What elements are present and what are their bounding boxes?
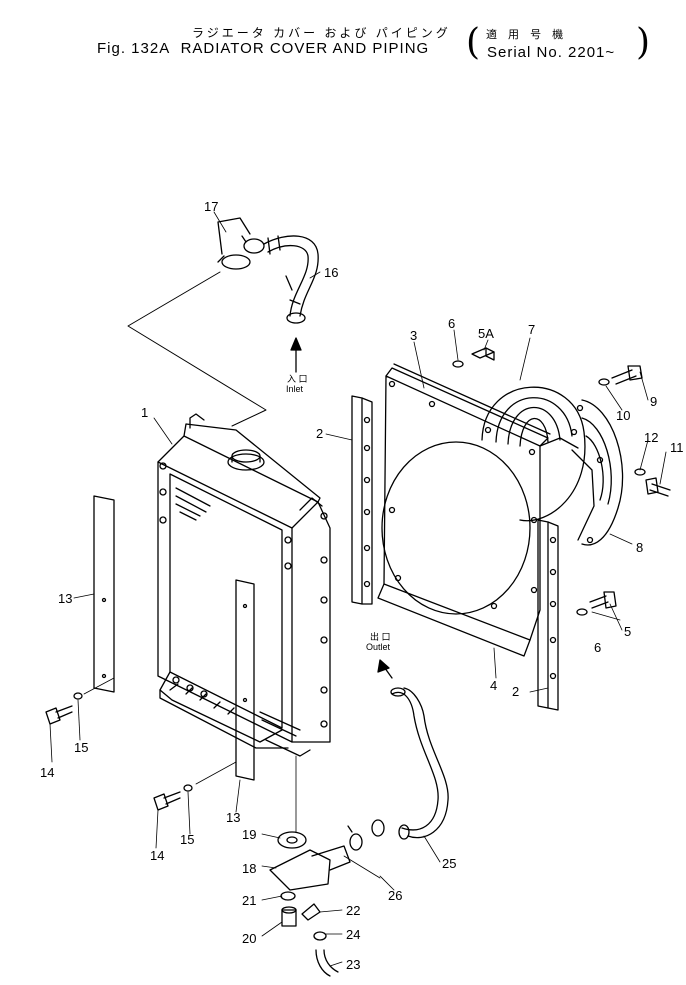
side-cover-left [93,495,115,693]
flow-labels: 入 口 Inlet 出 口 Outlet [286,374,391,652]
callout-18: 18 [242,861,256,876]
callout-19: 19 [242,827,256,842]
callout-13-center: 13 [226,810,240,825]
callout-6-top: 6 [448,316,455,331]
callout-25: 25 [442,856,456,871]
outlet-arrow [377,659,393,679]
callout-16: 16 [324,265,338,280]
figure-title-text: RADIATOR COVER AND PIPING [180,40,430,57]
callout-21: 21 [242,893,256,908]
callout-14-left: 14 [40,765,54,780]
callout-22: 22 [346,903,360,918]
callout-17: 17 [204,199,218,214]
callout-15-left: 15 [74,740,88,755]
callout-5a: 5A [478,326,494,341]
inlet-arrow [290,337,302,373]
figure-title: Fig. 132A RADIATOR COVER AND PIPING [97,40,429,57]
upper-hose-assembly [127,217,319,427]
serial-number: Serial No. 2201~ [487,44,616,61]
outlet-label-jp: 出 口 [370,631,391,642]
title-japanese: ラジエータ カバー および パイピング [192,26,451,40]
callout-7: 7 [528,322,535,337]
lower-hose-assembly [269,687,449,977]
callout-10: 10 [616,408,630,423]
radiator-cover [377,363,551,657]
fan-guard [481,386,624,546]
callout-11: 11 [670,440,684,455]
serial-label-japanese: 適 用 号 機 [486,29,568,41]
callout-2-right: 2 [512,684,519,699]
callout-5: 5 [624,624,631,639]
callout-labels: 1 2 2 3 4 5 5A 6 6 7 8 9 10 11 12 13 13 … [40,199,684,972]
callout-6-bottom: 6 [594,640,601,655]
callout-24: 24 [346,927,360,942]
callout-23: 23 [346,957,360,972]
callout-13-left: 13 [58,591,72,606]
callout-3: 3 [410,328,417,343]
serial-paren-close: ) [636,22,651,63]
callout-2-left: 2 [316,426,323,441]
radiator-assembly [157,413,331,757]
serial-paren-open: ( [466,22,481,63]
callout-14-center: 14 [150,848,164,863]
outlet-label: Outlet [366,642,391,652]
callout-15-center: 15 [180,832,194,847]
lower-bolts [45,677,237,811]
side-plate-right [537,519,559,711]
side-cover-center [235,579,255,781]
callout-8: 8 [636,540,643,555]
callout-9: 9 [650,394,657,409]
callout-20: 20 [242,931,256,946]
side-plate-left [351,395,373,605]
callout-4: 4 [490,678,497,693]
inlet-label-jp: 入 口 [287,374,308,384]
callout-1: 1 [141,405,148,420]
cover-bolts [452,347,671,616]
callout-leaders [49,211,667,967]
callout-26: 26 [388,888,402,903]
inlet-label: Inlet [286,384,304,394]
callout-12: 12 [644,430,658,445]
figure-number: Fig. 132A [97,40,171,57]
